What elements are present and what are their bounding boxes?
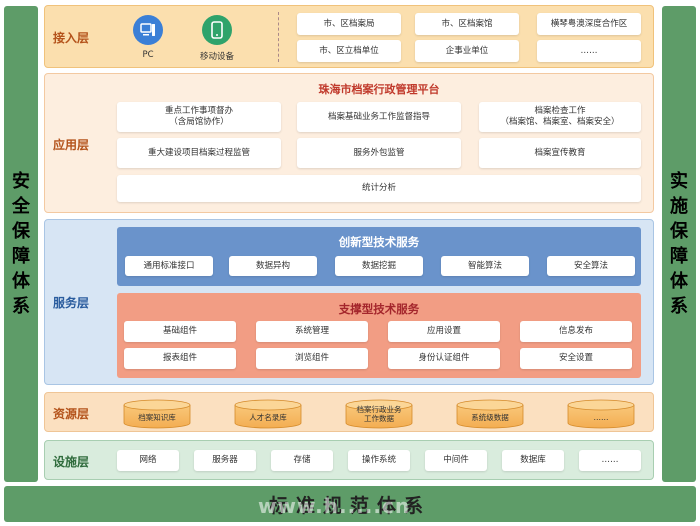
side-char: 障 — [12, 246, 30, 267]
access-layer-label: 接入层 — [53, 31, 90, 45]
pc-icon — [133, 15, 163, 45]
innovation-item: 智能算法 — [441, 256, 529, 276]
support-item: 浏览组件 — [256, 348, 368, 369]
facility-layer: 设施层 网络服务器存储操作系统中间件数据库 …… — [44, 440, 654, 480]
security-system-column: 安全保障体系 — [4, 6, 38, 482]
access-unit: 横琴粤澳深度合作区 — [537, 13, 641, 35]
database-cylinder: 档案行政业务工作数据 — [345, 399, 413, 429]
side-char: 保 — [670, 221, 688, 242]
access-unit: 市、区档案馆 — [415, 13, 519, 35]
innovation-item: 安全算法 — [547, 256, 635, 276]
support-item: 安全设置 — [520, 348, 632, 369]
innovation-tech-services: 创新型技术服务 通用标准接口数据异构数据挖掘智能算法安全算法 — [117, 227, 641, 286]
side-char: 安 — [12, 171, 30, 192]
support-item: 基础组件 — [124, 321, 236, 342]
resource-layer: 资源层 档案知识库 人才名录库 档案行政业务工作数据 系统级数据 …… — [44, 392, 654, 432]
facility-item: 网络 — [117, 450, 179, 471]
support-item: 身份认证组件 — [388, 348, 500, 369]
access-layer: 接入层 PC 移动设备 市、区档案局市、区档案馆横琴粤澳深度合作区市、区立档单位… — [44, 5, 654, 68]
side-char: 体 — [670, 271, 688, 292]
side-char: 障 — [670, 246, 688, 267]
support-item: 应用设置 — [388, 321, 500, 342]
app-item-statistics: 统计分析 — [117, 175, 641, 202]
support-item: 系统管理 — [256, 321, 368, 342]
database-icon — [567, 399, 635, 429]
database-cylinder: 人才名录库 — [234, 399, 302, 429]
database-label: 系统级数据 — [471, 413, 509, 422]
standards-system-bar: 标准规范体系 — [4, 486, 696, 522]
facility-item: 服务器 — [194, 450, 256, 471]
watermark: www.h.....cn — [258, 494, 411, 518]
app-item: 重点工作事项督办（含局馆协作） — [117, 102, 281, 132]
database-cylinder: 系统级数据 — [456, 399, 524, 429]
divider — [278, 12, 279, 62]
side-char: 系 — [670, 296, 688, 317]
innovation-item: 数据挖掘 — [335, 256, 423, 276]
innovation-item: 通用标准接口 — [125, 256, 213, 276]
innovation-item: 数据异构 — [229, 256, 317, 276]
app-item: 重大建设项目档案过程监管 — [117, 138, 281, 168]
facility-item: 存储 — [271, 450, 333, 471]
facility-item: …… — [579, 450, 641, 471]
side-char: 施 — [670, 196, 688, 217]
facility-layer-label: 设施层 — [53, 455, 90, 469]
access-unit: …… — [537, 40, 641, 62]
database-label: 档案知识库 — [138, 413, 176, 422]
database-icon — [345, 399, 413, 429]
side-char: 保 — [12, 221, 30, 242]
facility-item: 中间件 — [425, 450, 487, 471]
facility-item: 数据库 — [502, 450, 564, 471]
resource-layer-label: 资源层 — [53, 407, 90, 421]
database-cylinder: 档案知识库 — [123, 399, 191, 429]
facility-item: 操作系统 — [348, 450, 410, 471]
support-tech-services: 支撑型技术服务 基础组件系统管理应用设置信息发布报表组件浏览组件身份认证组件安全… — [117, 293, 641, 378]
database-icon — [123, 399, 191, 429]
app-item: 档案宣传教育 — [479, 138, 641, 168]
app-item: 档案基础业务工作监督指导 — [297, 102, 461, 132]
access-unit: 市、区档案局 — [297, 13, 401, 35]
service-layer-label: 服务层 — [53, 296, 90, 310]
database-cylinder: …… — [567, 399, 635, 429]
application-layer-label: 应用层 — [53, 138, 90, 152]
access-unit: 企事业单位 — [415, 40, 519, 62]
service-layer: 服务层 创新型技术服务 通用标准接口数据异构数据挖掘智能算法安全算法 支撑型技术… — [44, 219, 654, 385]
side-char: 实 — [670, 171, 688, 192]
database-label: 档案行政业务工作数据 — [356, 405, 402, 423]
side-char: 全 — [12, 196, 30, 217]
platform-title: 珠海市档案行政管理平台 — [318, 83, 440, 96]
implementation-system-column: 实施保障体系 — [662, 6, 696, 482]
support-title: 支撑型技术服务 — [338, 302, 420, 316]
pc-label: PC — [142, 50, 154, 60]
app-item: 服务外包监管 — [297, 138, 461, 168]
database-label: 人才名录库 — [249, 413, 287, 422]
side-char: 系 — [12, 296, 30, 317]
access-unit: 市、区立档单位 — [297, 40, 401, 62]
database-icon — [234, 399, 302, 429]
database-label: …… — [593, 413, 609, 422]
support-item: 信息发布 — [520, 321, 632, 342]
side-char: 体 — [12, 271, 30, 292]
standards-system-text: 标准规范体系 — [268, 494, 431, 517]
support-item: 报表组件 — [124, 348, 236, 369]
mobile-icon — [202, 15, 232, 45]
mobile-label: 移动设备 — [199, 52, 234, 62]
app-item: 档案检查工作（档案馆、档案室、档案安全） — [479, 102, 641, 132]
application-layer: 应用层 珠海市档案行政管理平台 重点工作事项督办（含局馆协作） 档案基础业务工作监… — [44, 73, 654, 213]
database-icon — [456, 399, 524, 429]
innovation-title: 创新型技术服务 — [338, 235, 420, 249]
